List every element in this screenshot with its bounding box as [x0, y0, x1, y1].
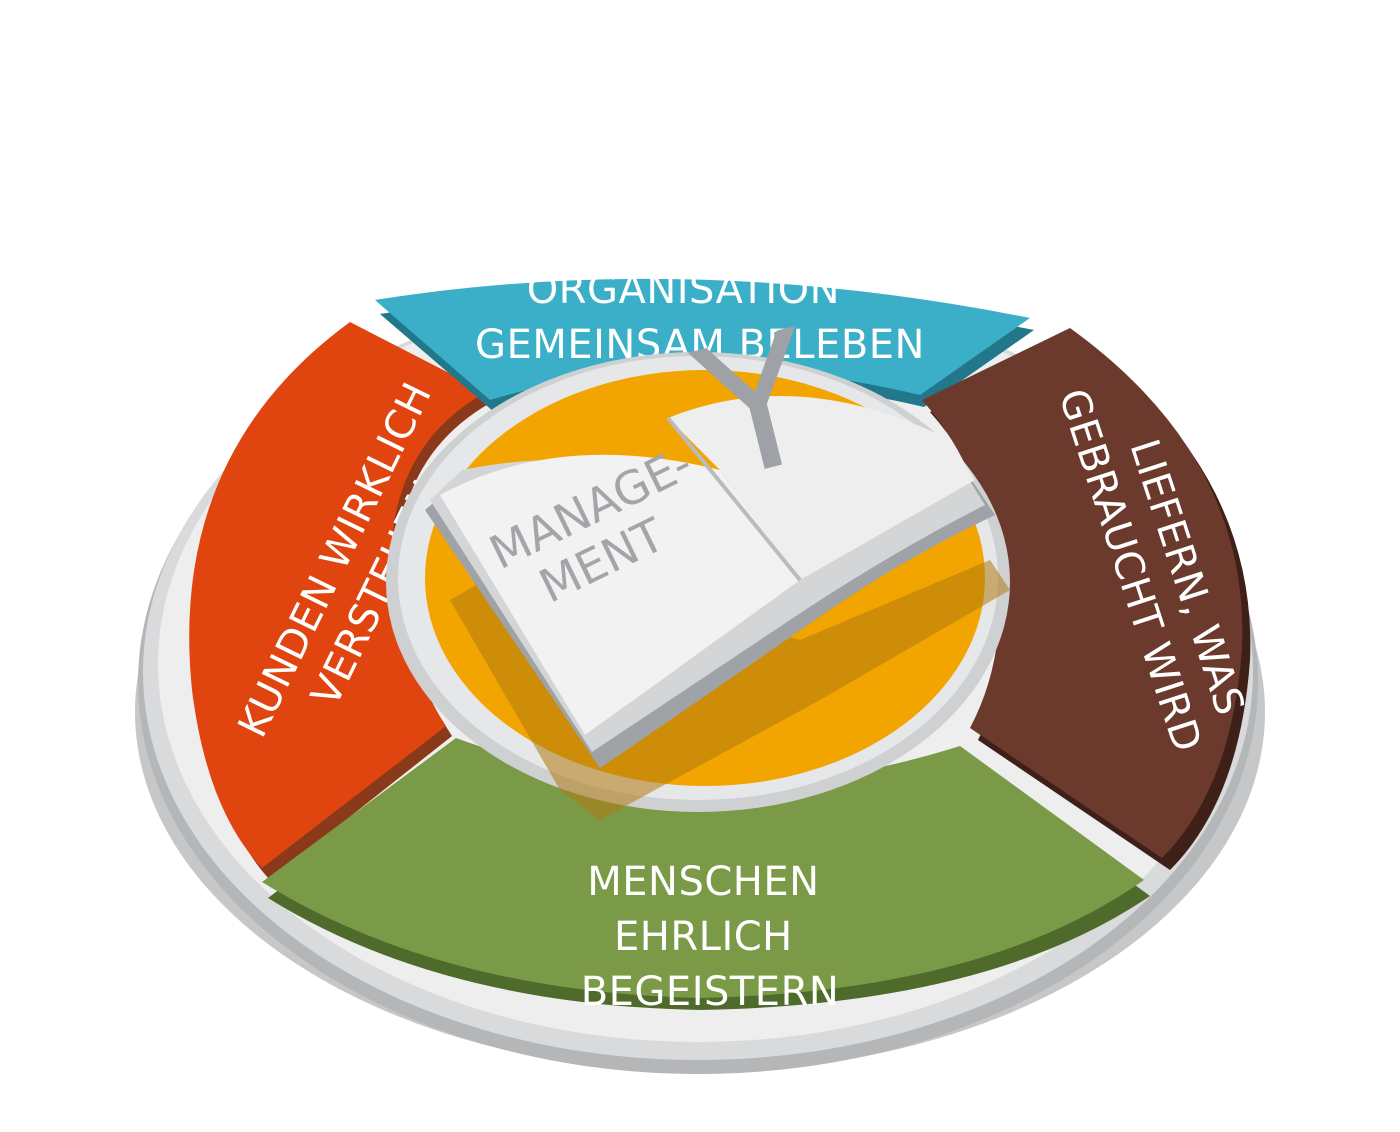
- segment-top-shape: [375, 278, 1030, 400]
- segment-left-shape: [189, 322, 486, 868]
- segment-bottom-label: MENSCHEN EHRLICH BEGEISTERN: [581, 859, 840, 1015]
- segment-bottom: MENSCHEN EHRLICH BEGEISTERN: [262, 738, 1150, 1015]
- segment-bottom-shape: [262, 738, 1144, 998]
- segment-right: LIEFERN, WAS GEBRAUCHT WIRD: [922, 328, 1253, 870]
- segment-bottom-line-3: BEGEISTERN: [581, 969, 840, 1015]
- book-left-page: [440, 454, 800, 735]
- segment-right-shape: [922, 328, 1243, 858]
- segment-top: ORGANISATION GEMEINSAM BELEBEN: [375, 267, 1034, 412]
- segment-top-line-1: ORGANISATION: [527, 267, 840, 313]
- segment-bottom-line-2: EHRLICH: [614, 914, 793, 960]
- book-right-page: [668, 396, 975, 580]
- segment-bottom-line-1: MENSCHEN: [587, 859, 819, 905]
- book-spine-line: [666, 416, 802, 582]
- book: MANAGE- MENT Y: [425, 292, 995, 768]
